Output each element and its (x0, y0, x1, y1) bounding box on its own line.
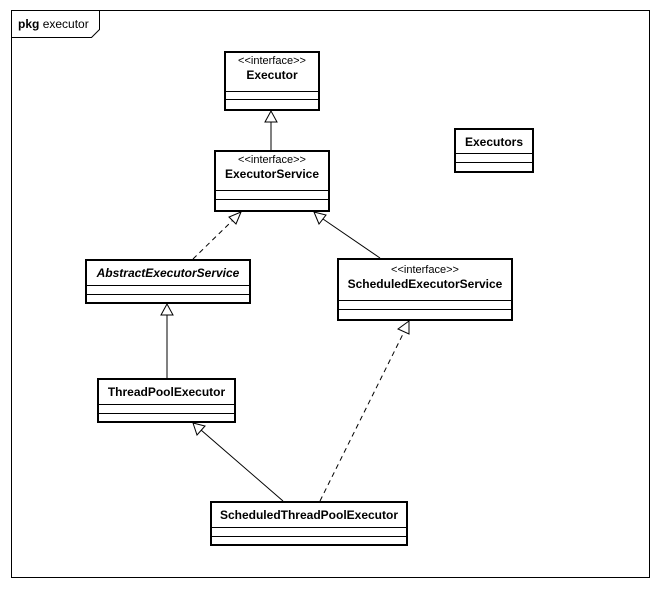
class-name: ThreadPoolExecutor (107, 385, 226, 399)
class-executor[interactable]: <<interface>> Executor (224, 51, 320, 111)
arrowhead-threadpoolexecutor (192, 422, 206, 436)
package-frame (11, 10, 650, 578)
stereotype-label: <<interface>> (238, 55, 306, 67)
class-executors[interactable]: Executors (454, 128, 534, 173)
class-name: ScheduledExecutorService (347, 277, 503, 291)
arrowhead-scheduledexecutorservice (397, 320, 410, 335)
class-name: ExecutorService (224, 167, 320, 181)
class-executorservice[interactable]: <<interface>> ExecutorService (214, 150, 330, 212)
operations-compartment (87, 294, 249, 295)
package-label: pkg executor (18, 17, 89, 31)
operations-compartment (99, 413, 234, 414)
operations-compartment (339, 309, 511, 310)
operations-compartment (216, 199, 328, 200)
package-tab (11, 10, 100, 38)
stereotype-label: <<interface>> (391, 264, 459, 276)
edge-scheduledexecutorservice-executorservice (322, 218, 381, 259)
class-name: AbstractExecutorService (96, 266, 240, 280)
edge-abstractexecutorservice-executorservice (192, 219, 234, 260)
class-name: Executor (246, 68, 298, 82)
class-scheduledexecutorservice[interactable]: <<interface>> ScheduledExecutorService (337, 258, 513, 321)
operations-compartment (226, 99, 318, 100)
operations-compartment (456, 162, 532, 163)
arrowhead-executorservice-right (313, 211, 327, 225)
arrowhead-abstractexecutorservice (160, 302, 174, 316)
attributes-compartment (339, 300, 511, 301)
operations-compartment (212, 536, 406, 537)
edge-scheduledthreadpoolexecutor-threadpoolexecutor (200, 429, 284, 502)
arrowhead-executor (264, 109, 278, 123)
class-name: ScheduledThreadPoolExecutor (219, 508, 399, 522)
attributes-compartment (99, 404, 234, 405)
class-abstractexecutorservice[interactable]: AbstractExecutorService (85, 259, 251, 304)
class-threadpoolexecutor[interactable]: ThreadPoolExecutor (97, 378, 236, 423)
attributes-compartment (87, 285, 249, 286)
class-name: Executors (464, 135, 524, 149)
package-name: executor (42, 17, 89, 31)
attributes-compartment (456, 153, 532, 154)
attributes-compartment (216, 190, 328, 191)
package-keyword: pkg (18, 17, 40, 31)
arrowhead-executorservice-left (228, 211, 242, 225)
attributes-compartment (226, 91, 318, 92)
attributes-compartment (212, 527, 406, 528)
class-scheduledthreadpoolexecutor[interactable]: ScheduledThreadPoolExecutor (210, 501, 408, 546)
edge-scheduledthreadpoolexecutor-scheduledexecutorservice (319, 331, 405, 502)
package-tab-outline (11, 10, 100, 38)
stereotype-label: <<interface>> (238, 154, 306, 166)
